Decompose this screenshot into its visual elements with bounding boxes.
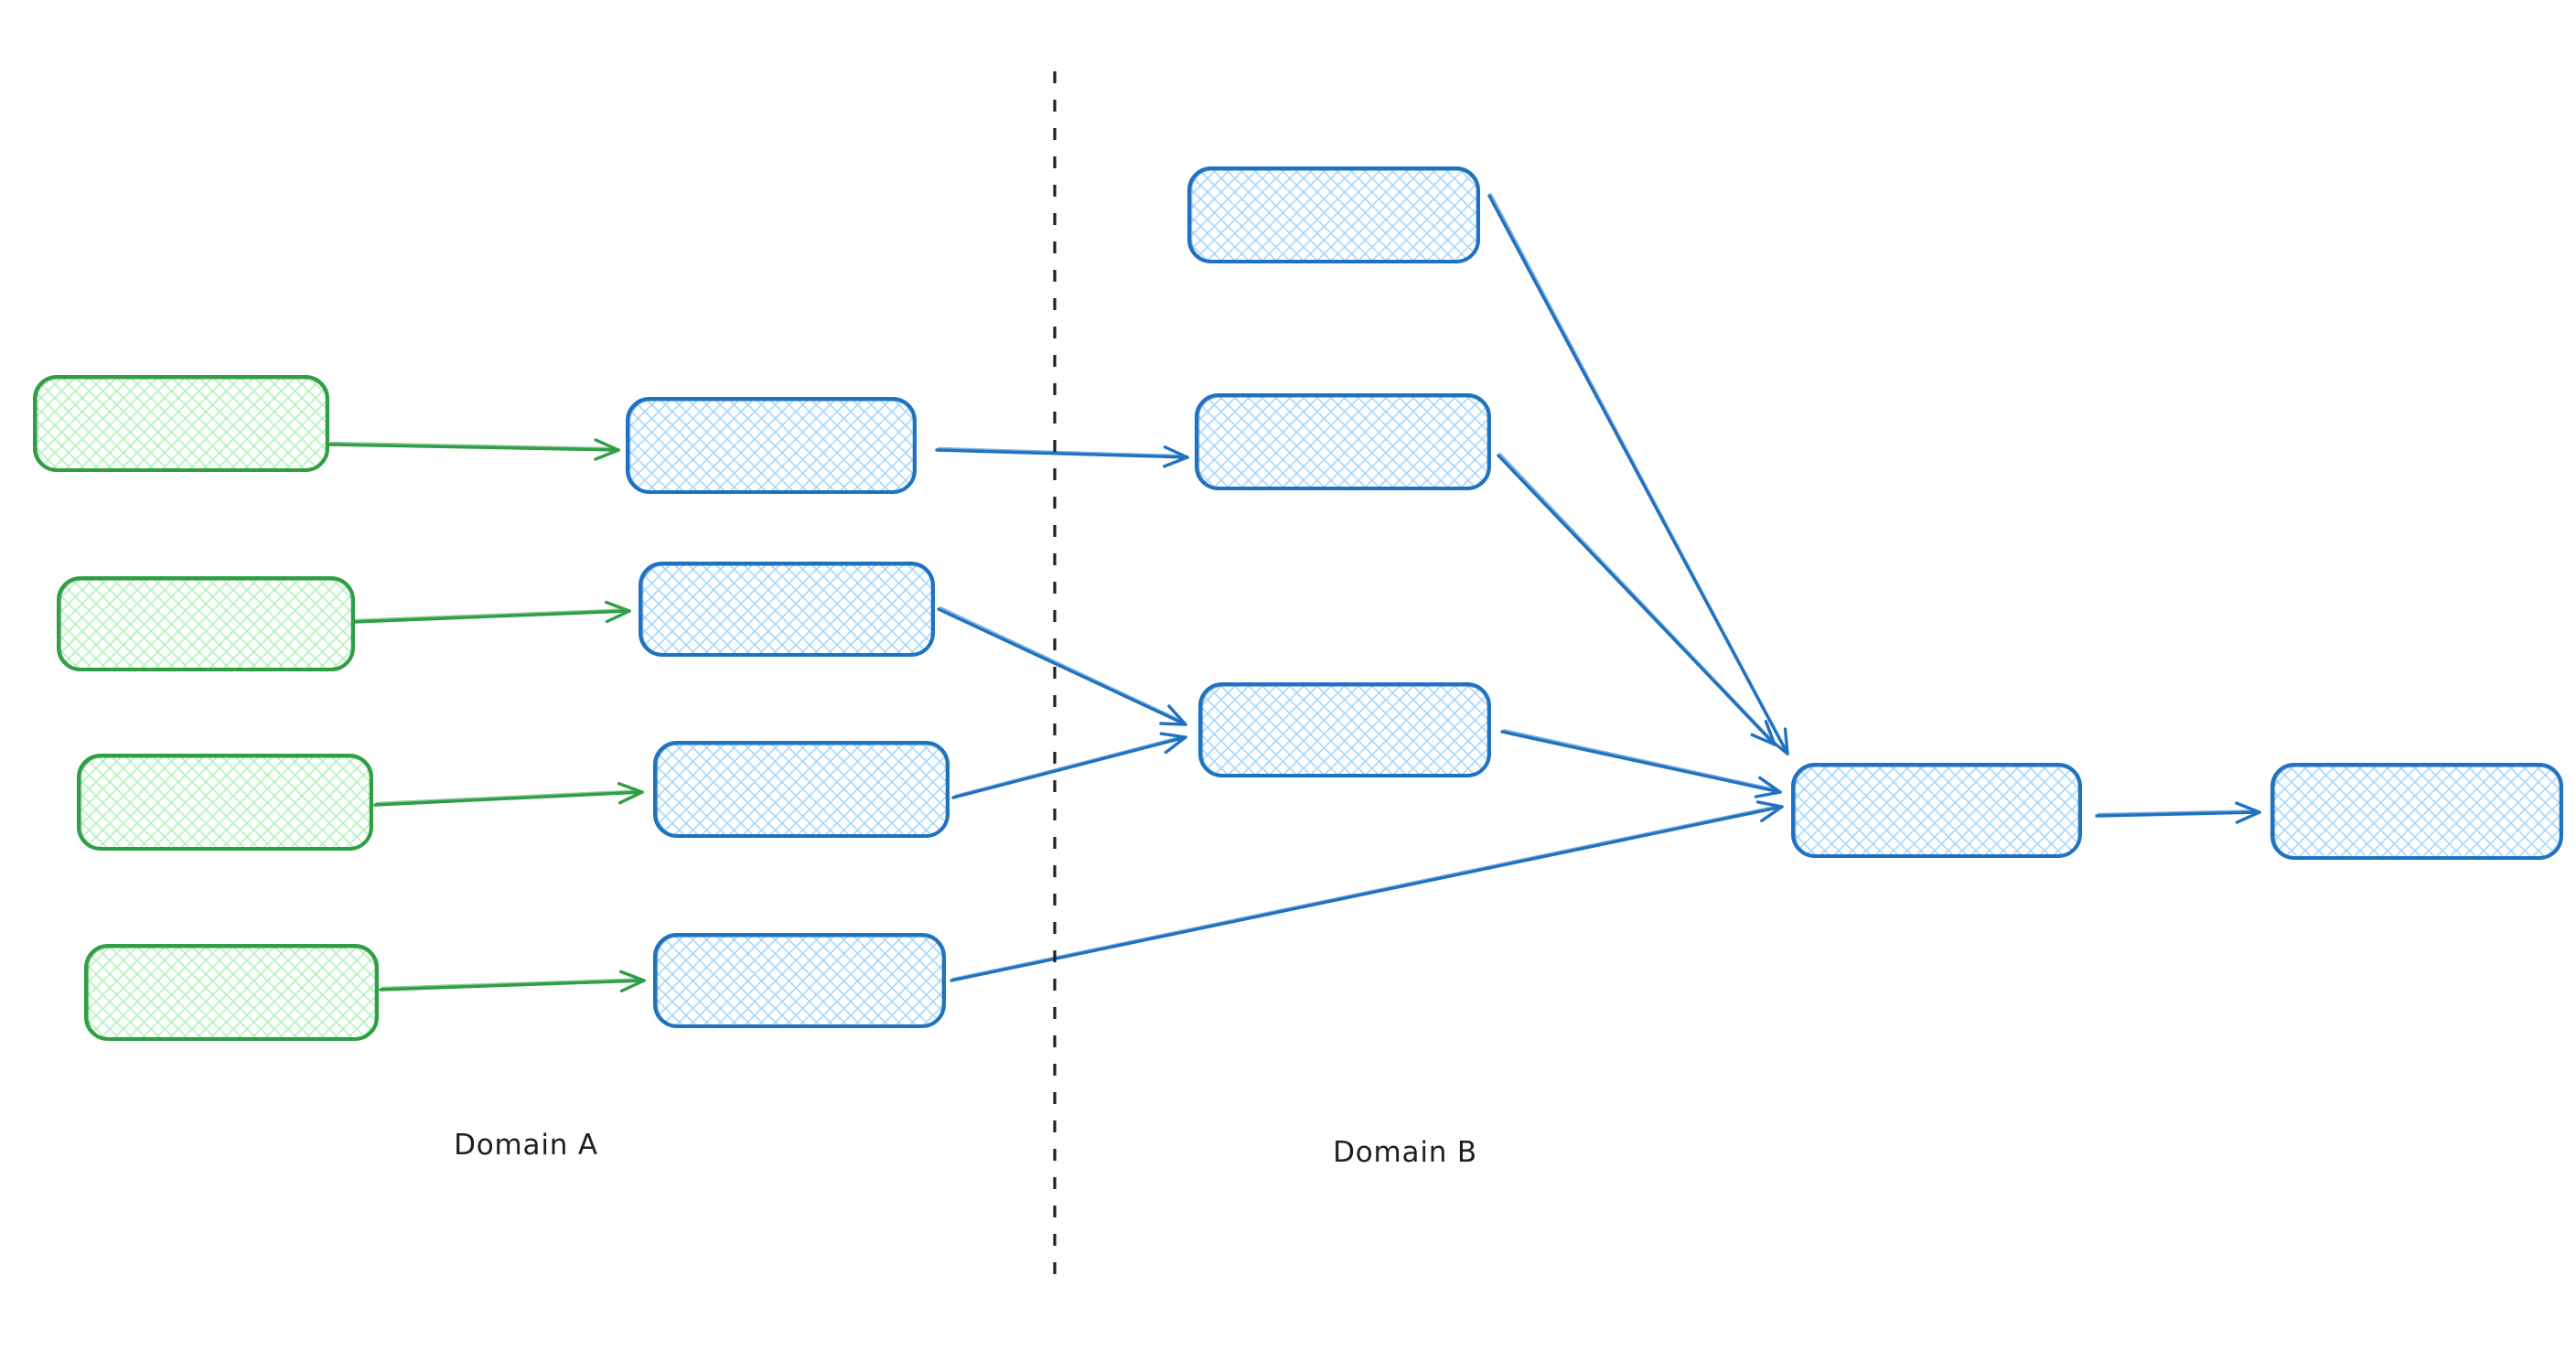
node-blue-b1[interactable] [1187, 166, 1480, 263]
node-blue-a1[interactable] [626, 397, 917, 494]
domain-a-label[interactable]: Domain A [454, 1129, 598, 1162]
edge-green-2-to-a2[interactable] [351, 600, 631, 624]
edge-green-3-to-a3[interactable] [373, 781, 644, 807]
edge-a2-to-b3[interactable] [937, 606, 1187, 726]
node-blue-b5[interactable] [2270, 763, 2563, 860]
node-green-3[interactable] [77, 754, 373, 851]
node-blue-b4[interactable] [1791, 763, 2082, 858]
edge-green-1-to-a1[interactable] [327, 438, 620, 461]
edge-a3-to-b3[interactable] [951, 732, 1187, 799]
node-blue-a3[interactable] [653, 741, 950, 838]
edges-layer [327, 192, 2261, 993]
node-blue-b2[interactable] [1195, 393, 1491, 490]
edge-a1-to-b2[interactable] [935, 445, 1189, 468]
node-green-2[interactable] [57, 576, 355, 671]
edge-b3-to-b4[interactable] [1500, 728, 1782, 799]
node-blue-a2[interactable] [639, 562, 935, 657]
node-green-4[interactable] [84, 944, 379, 1041]
domain-b-label[interactable]: Domain B [1333, 1136, 1477, 1169]
edge-b4-to-b5[interactable] [2095, 801, 2261, 824]
edge-a4-to-b4[interactable] [950, 800, 1784, 982]
node-blue-a4[interactable] [653, 933, 946, 1028]
node-green-1[interactable] [33, 375, 329, 472]
node-blue-b3[interactable] [1198, 682, 1491, 777]
nodes-layer [33, 166, 2563, 1041]
edge-b2-to-b4[interactable] [1497, 452, 1776, 746]
edge-b1-to-b4[interactable] [1487, 192, 1789, 756]
edge-green-4-to-a4[interactable] [379, 970, 646, 993]
